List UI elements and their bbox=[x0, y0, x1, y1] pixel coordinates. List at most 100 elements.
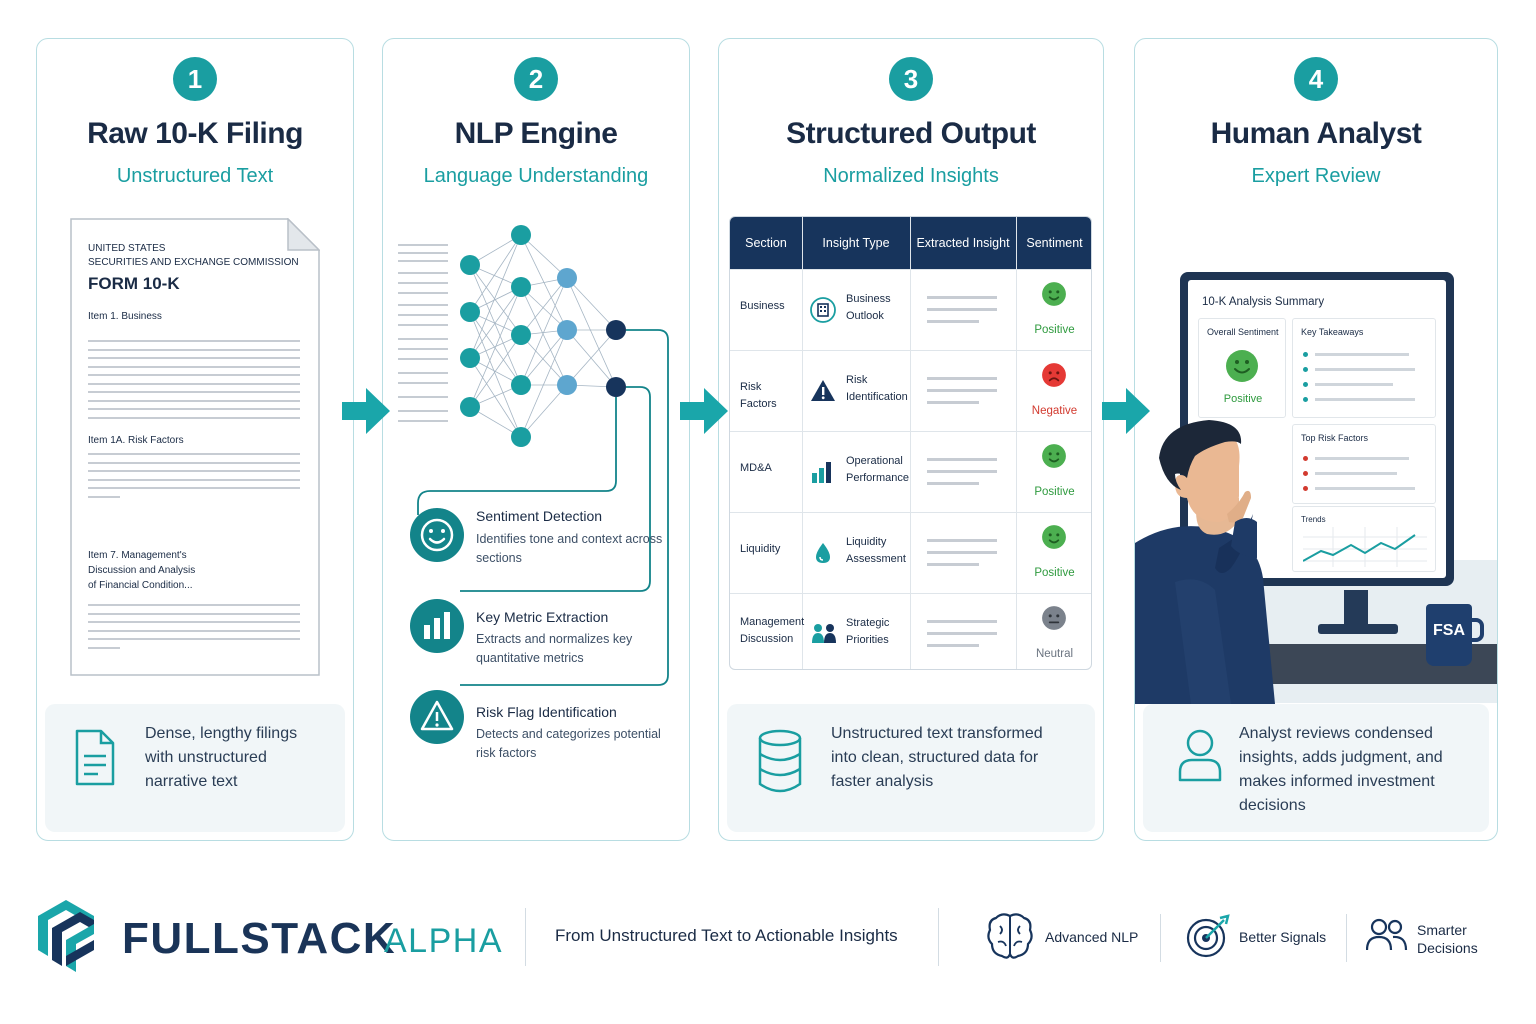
doc-text-line bbox=[88, 391, 300, 393]
doc-form-title: FORM 10-K bbox=[88, 274, 180, 293]
badge-label: Better Signals bbox=[1239, 929, 1327, 945]
section-cell: Management Discussion bbox=[740, 616, 805, 645]
doc-item: of Financial Condition... bbox=[88, 580, 193, 591]
card-label: Overall Sentiment bbox=[1207, 327, 1279, 337]
insight-type-cell: Operational Performance bbox=[846, 455, 909, 484]
bar-chart-icon bbox=[810, 459, 836, 490]
fullstack-alpha-logo-icon bbox=[38, 900, 94, 972]
feature-desc: Extracts and normalizes key quantitative… bbox=[476, 632, 633, 665]
doc-text-line bbox=[88, 348, 300, 351]
takeaways-card: Key Takeaways bbox=[1292, 318, 1436, 418]
extracted-insight-line bbox=[927, 563, 979, 566]
sentiment-label: Positive bbox=[1034, 324, 1075, 336]
section-cell: Business bbox=[740, 300, 785, 312]
step-title: NLP Engine bbox=[454, 117, 618, 150]
section-cell: MD&A bbox=[740, 462, 772, 474]
doc-text-line bbox=[88, 382, 300, 385]
doc-text-line bbox=[88, 399, 300, 402]
step-number: 1 bbox=[173, 57, 217, 101]
step-subtitle: Normalized Insights bbox=[823, 165, 999, 187]
extracted-insight-line bbox=[927, 401, 979, 404]
doc-text-line bbox=[88, 612, 300, 615]
step-title: Structured Output bbox=[786, 117, 1036, 150]
step-subtitle: Unstructured Text bbox=[116, 165, 274, 187]
sentiment-face-icon bbox=[1041, 605, 1067, 636]
column-header: Extracted Insight bbox=[916, 236, 1010, 250]
extracted-insight-line bbox=[927, 644, 979, 647]
smile-icon bbox=[1226, 350, 1258, 382]
doc-item: Discussion and Analysis bbox=[88, 565, 196, 576]
sentiment-card: Overall Sentiment Positive bbox=[1198, 318, 1286, 418]
mug-label: FSA bbox=[1433, 622, 1465, 639]
doc-text-line bbox=[88, 365, 300, 368]
warning-icon bbox=[410, 690, 464, 744]
sentiment-label: Neutral bbox=[1035, 648, 1074, 660]
sentiment-face-icon bbox=[1041, 281, 1067, 312]
doc-header-line: UNITED STATES bbox=[88, 243, 166, 254]
step-footer-text: Analyst reviews condensed insights, adds… bbox=[1239, 725, 1443, 814]
extracted-insight-line bbox=[927, 632, 997, 635]
database-icon bbox=[757, 728, 803, 799]
column-header: Section bbox=[745, 236, 787, 250]
insight-type-cell: Business Outlook bbox=[846, 293, 891, 322]
extracted-insight-line bbox=[927, 320, 979, 323]
brain-icon bbox=[987, 913, 1033, 959]
doc-text-line bbox=[88, 629, 300, 632]
trends-card: Trends bbox=[1292, 506, 1436, 572]
column-header: Insight Type bbox=[822, 236, 890, 250]
step-number: 3 bbox=[889, 57, 933, 101]
doc-text-line bbox=[88, 470, 300, 472]
card-label: Top Risk Factors bbox=[1301, 433, 1369, 443]
document-icon bbox=[73, 728, 117, 793]
doc-text-line bbox=[88, 604, 300, 606]
step-footer: Dense, lengthy filings with unstructured… bbox=[45, 704, 345, 832]
doc-item: Item 7. Management's bbox=[88, 550, 187, 561]
brand-name: FULLSTACK bbox=[122, 914, 397, 963]
card-label: Key Takeaways bbox=[1301, 327, 1364, 337]
step-subtitle: Language Understanding bbox=[423, 165, 649, 187]
feature-title: Risk Flag Identification bbox=[476, 704, 617, 720]
step-subtitle: Expert Review bbox=[1251, 165, 1381, 187]
extracted-insight-line bbox=[927, 470, 997, 473]
droplet-icon bbox=[810, 540, 836, 571]
column-header: Sentiment bbox=[1026, 236, 1083, 250]
flow-arrow-1 bbox=[342, 388, 390, 434]
doc-text-line bbox=[88, 408, 300, 410]
people-icon bbox=[810, 621, 838, 652]
bar-chart-icon bbox=[410, 599, 464, 653]
doc-text-line bbox=[88, 340, 300, 342]
flow-arrow-3 bbox=[1102, 388, 1150, 434]
trend-line-chart bbox=[1303, 527, 1427, 567]
feature-title: Key Metric Extraction bbox=[476, 609, 609, 625]
step-number: 2 bbox=[514, 57, 558, 101]
extracted-insight-line bbox=[927, 308, 997, 311]
flow-arrow-2 bbox=[680, 388, 728, 434]
doc-item: Item 1. Business bbox=[88, 311, 162, 322]
doc-text-line bbox=[88, 461, 300, 464]
sentiment-label: Positive bbox=[1034, 486, 1075, 498]
sentiment-face-icon bbox=[1041, 524, 1067, 555]
table-header: Section Insight Type Extracted Insight S… bbox=[730, 217, 1091, 269]
step-title: Human Analyst bbox=[1210, 117, 1422, 150]
doc-text-line bbox=[88, 357, 300, 359]
card-label: Trends bbox=[1301, 515, 1326, 524]
insight-type-cell: Strategic Priorities bbox=[846, 617, 890, 646]
insight-type-cell: Risk Identification bbox=[846, 374, 908, 403]
risk-factors-card: Top Risk Factors bbox=[1292, 424, 1436, 504]
step-number: 4 bbox=[1294, 57, 1338, 101]
badge-label: Advanced NLP bbox=[1045, 929, 1139, 945]
brand-name-accent: ALPHA bbox=[384, 922, 503, 960]
table-row: Management Discussion Strategic Prioritie… bbox=[730, 593, 1091, 669]
extracted-insight-line bbox=[927, 539, 997, 542]
section-cell: Risk Factors bbox=[740, 381, 777, 410]
step-footer: Analyst reviews condensed insights, adds… bbox=[1143, 704, 1489, 832]
doc-text-line bbox=[88, 416, 300, 419]
doc-text-line bbox=[88, 495, 120, 498]
warning-icon bbox=[810, 378, 836, 409]
tagline: From Unstructured Text to Actionable Ins… bbox=[555, 926, 898, 945]
people-icon bbox=[1366, 918, 1408, 951]
